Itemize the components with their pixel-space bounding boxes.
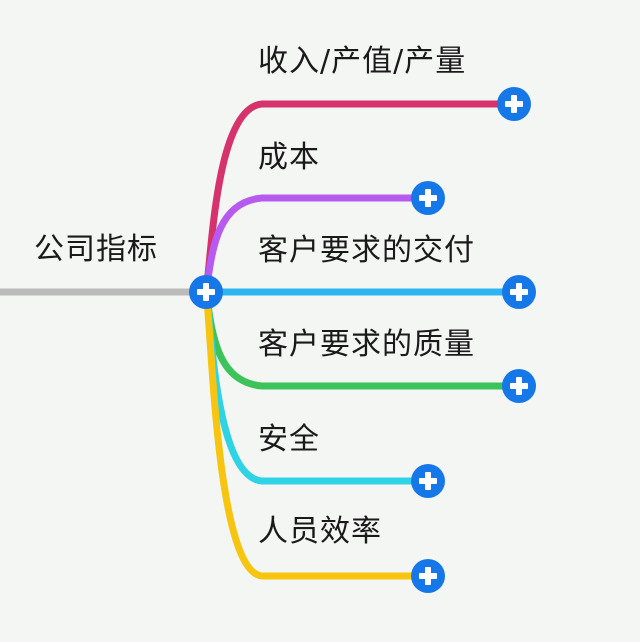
- root-expand-button[interactable]: [189, 275, 223, 309]
- plus-icon: [203, 283, 209, 301]
- branch-node-label[interactable]: 安全: [258, 422, 320, 457]
- plus-icon: [425, 472, 431, 490]
- branch-expand-button[interactable]: [497, 87, 531, 121]
- branch-expand-button[interactable]: [502, 275, 536, 309]
- branch-node-label[interactable]: 人员效率: [258, 514, 382, 549]
- plus-icon: [425, 189, 431, 207]
- branch-expand-button[interactable]: [502, 369, 536, 403]
- branch-node-label[interactable]: 收入/产值/产量: [258, 44, 467, 79]
- branch-expand-button[interactable]: [411, 559, 445, 593]
- plus-icon: [425, 567, 431, 585]
- branch-expand-button[interactable]: [411, 464, 445, 498]
- branch-line-6: [202, 288, 432, 580]
- root-node-label: 公司指标: [34, 232, 158, 267]
- branch-expand-button[interactable]: [411, 181, 445, 215]
- plus-icon: [516, 377, 522, 395]
- branch-node-label[interactable]: 客户要求的交付: [258, 233, 475, 268]
- branch-node-label[interactable]: 客户要求的质量: [258, 327, 475, 362]
- plus-icon: [516, 283, 522, 301]
- branch-node-label[interactable]: 成本: [258, 140, 320, 175]
- plus-icon: [511, 95, 517, 113]
